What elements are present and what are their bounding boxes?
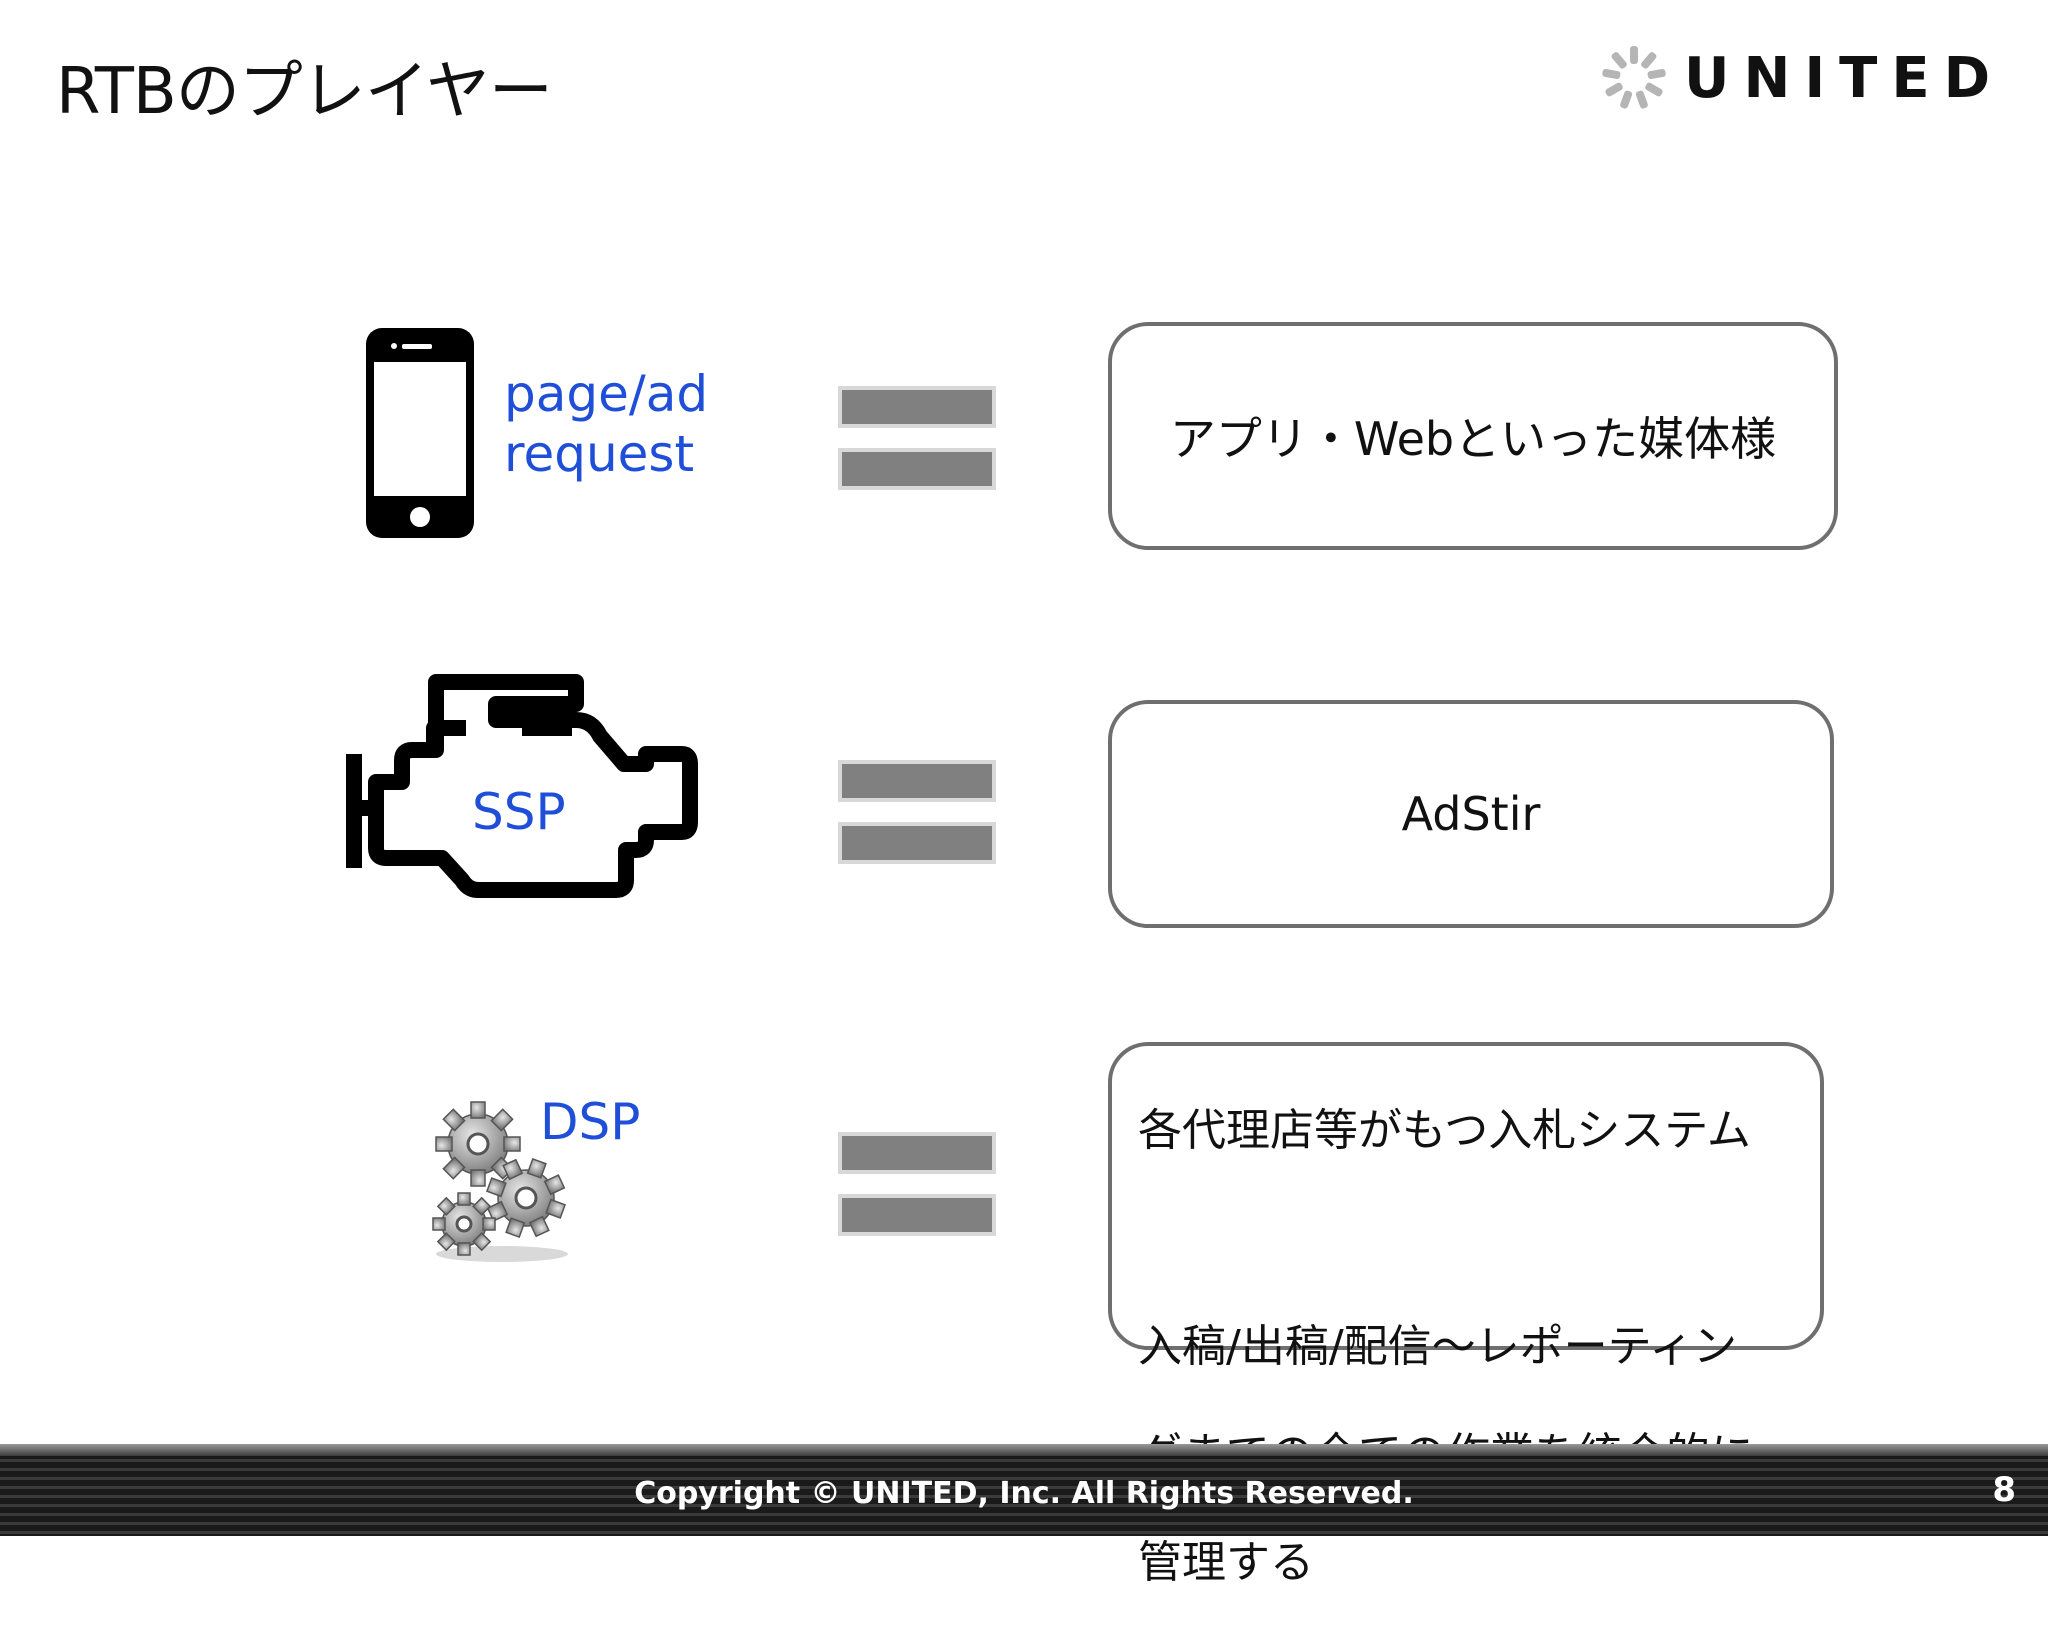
ssp-description: AdStir [1401,787,1541,841]
dsp-description-line-3: 入稿/出稿/配信～レポーティン [1138,1321,1738,1372]
company-logo: UNITED [1600,38,2004,118]
label-line-1: page/ad [504,365,709,423]
equals-bar-top [838,760,996,802]
equals-bar-bottom [838,822,996,864]
ssp-description-box: AdStir [1108,700,1834,928]
dsp-description: 各代理店等がもつ入札システム 入稿/出稿/配信～レポーティン グまでの全ての作業… [1138,1050,1794,1644]
smartphone-icon [366,328,474,538]
dsp-description-box: 各代理店等がもつ入札システム 入稿/出稿/配信～レポーティン グまでの全ての作業… [1108,1042,1824,1588]
equals-bar-bottom [838,448,996,490]
dsp-description-line-5: 管理する [1138,1537,1314,1588]
page-ad-request-label: page/ad request [504,364,708,484]
gears-icon [432,1101,568,1262]
media-description: アプリ・Webといった媒体様 [1169,412,1777,466]
united-logo-icon [1602,46,1666,109]
engine-icon [346,674,698,898]
label-line-2: request [504,425,695,483]
dsp-label: DSP [540,1093,641,1151]
equals-bar-top [838,386,996,428]
page-number: 8 [1992,1470,2016,1510]
ssp-label: SSP [472,783,566,841]
equals-bar-top [838,1132,996,1174]
dsp-description-line-1: 各代理店等がもつ入札システム [1138,1105,1751,1156]
footer-bar [0,1444,2048,1536]
dsp-description-line-2 [1138,1212,1794,1266]
media-description-box: アプリ・Webといった媒体様 [1108,322,1838,550]
equals-bar-bottom [838,1194,996,1236]
copyright-text: Copyright © UNITED, Inc. All Rights Rese… [634,1476,1414,1511]
logo-text: UNITED [1684,45,2005,111]
slide-title: RTBのプレイヤー [56,55,553,129]
